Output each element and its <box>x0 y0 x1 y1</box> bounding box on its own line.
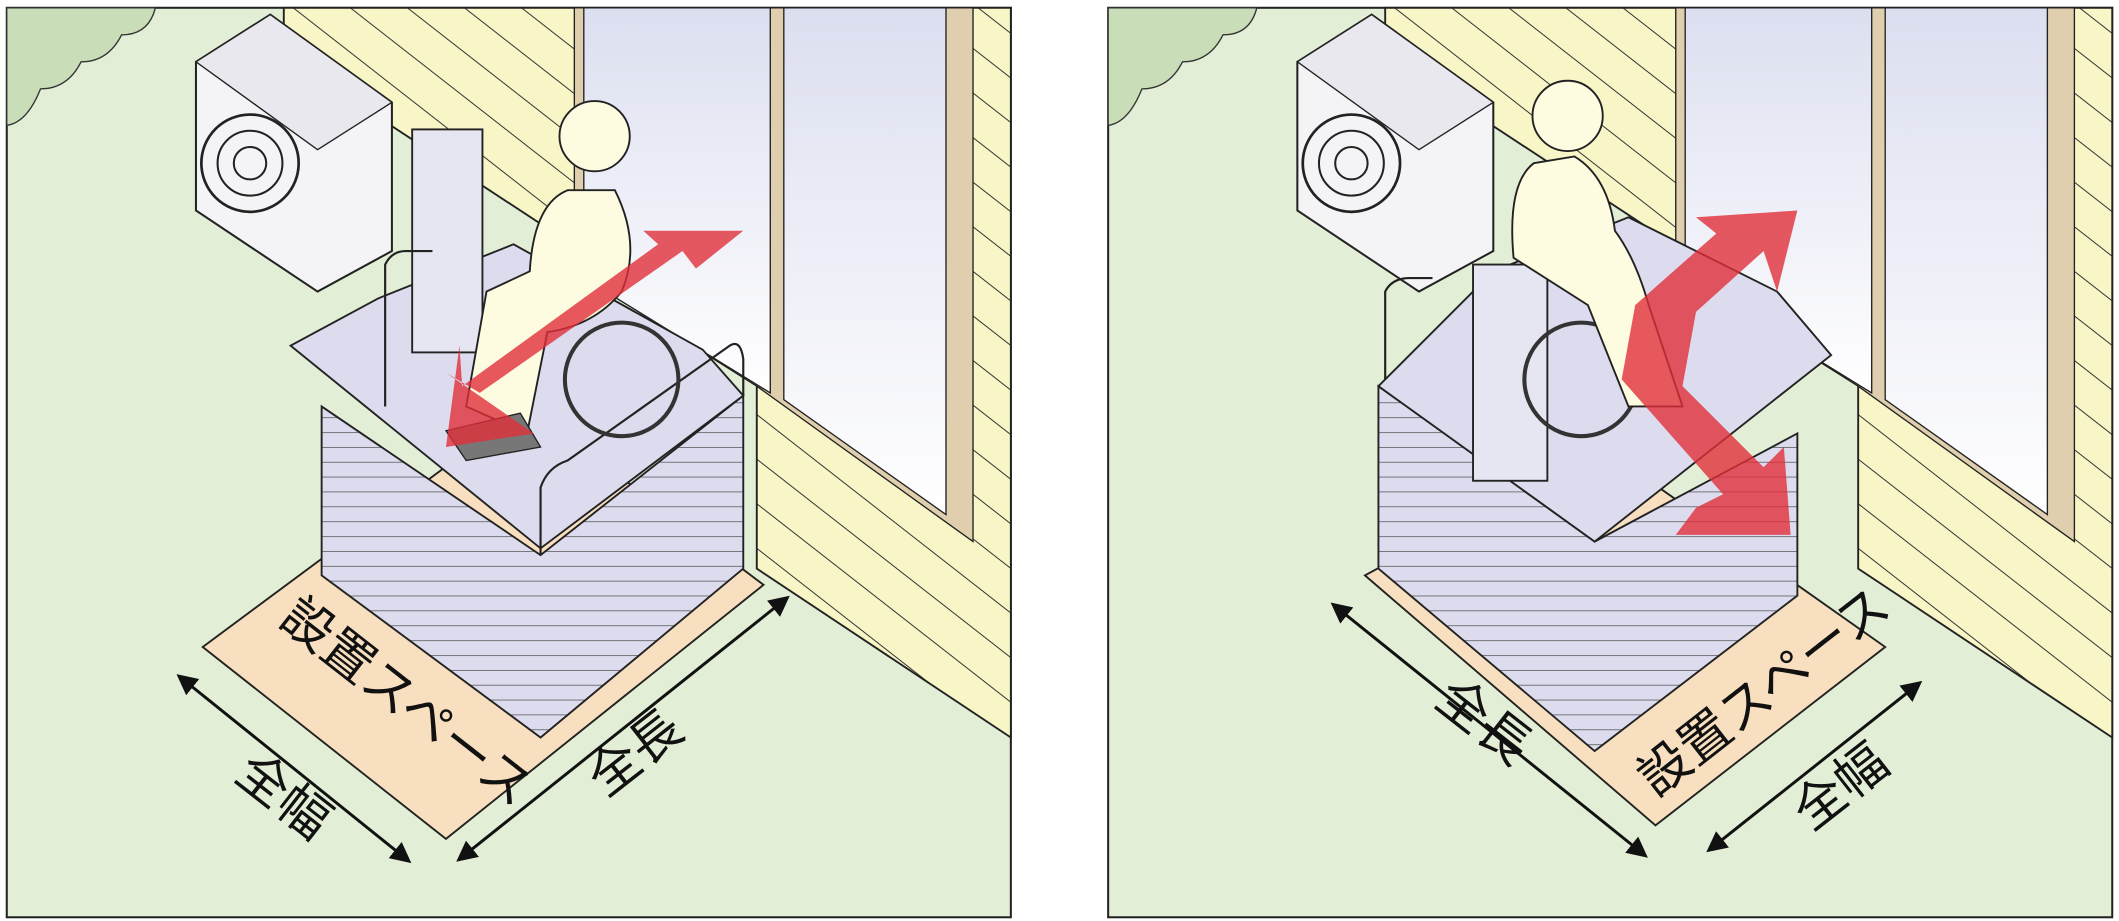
wheelchair-wheel <box>562 320 681 439</box>
movement-arrow <box>445 230 744 447</box>
movement-arrow <box>1621 210 1798 535</box>
control-column <box>1472 263 1549 482</box>
panel-left: 設置スペース 全幅 全長 <box>5 6 1013 919</box>
panel-right: 全長 設置スペース 全幅 <box>1106 6 2114 919</box>
control-column <box>411 128 484 354</box>
